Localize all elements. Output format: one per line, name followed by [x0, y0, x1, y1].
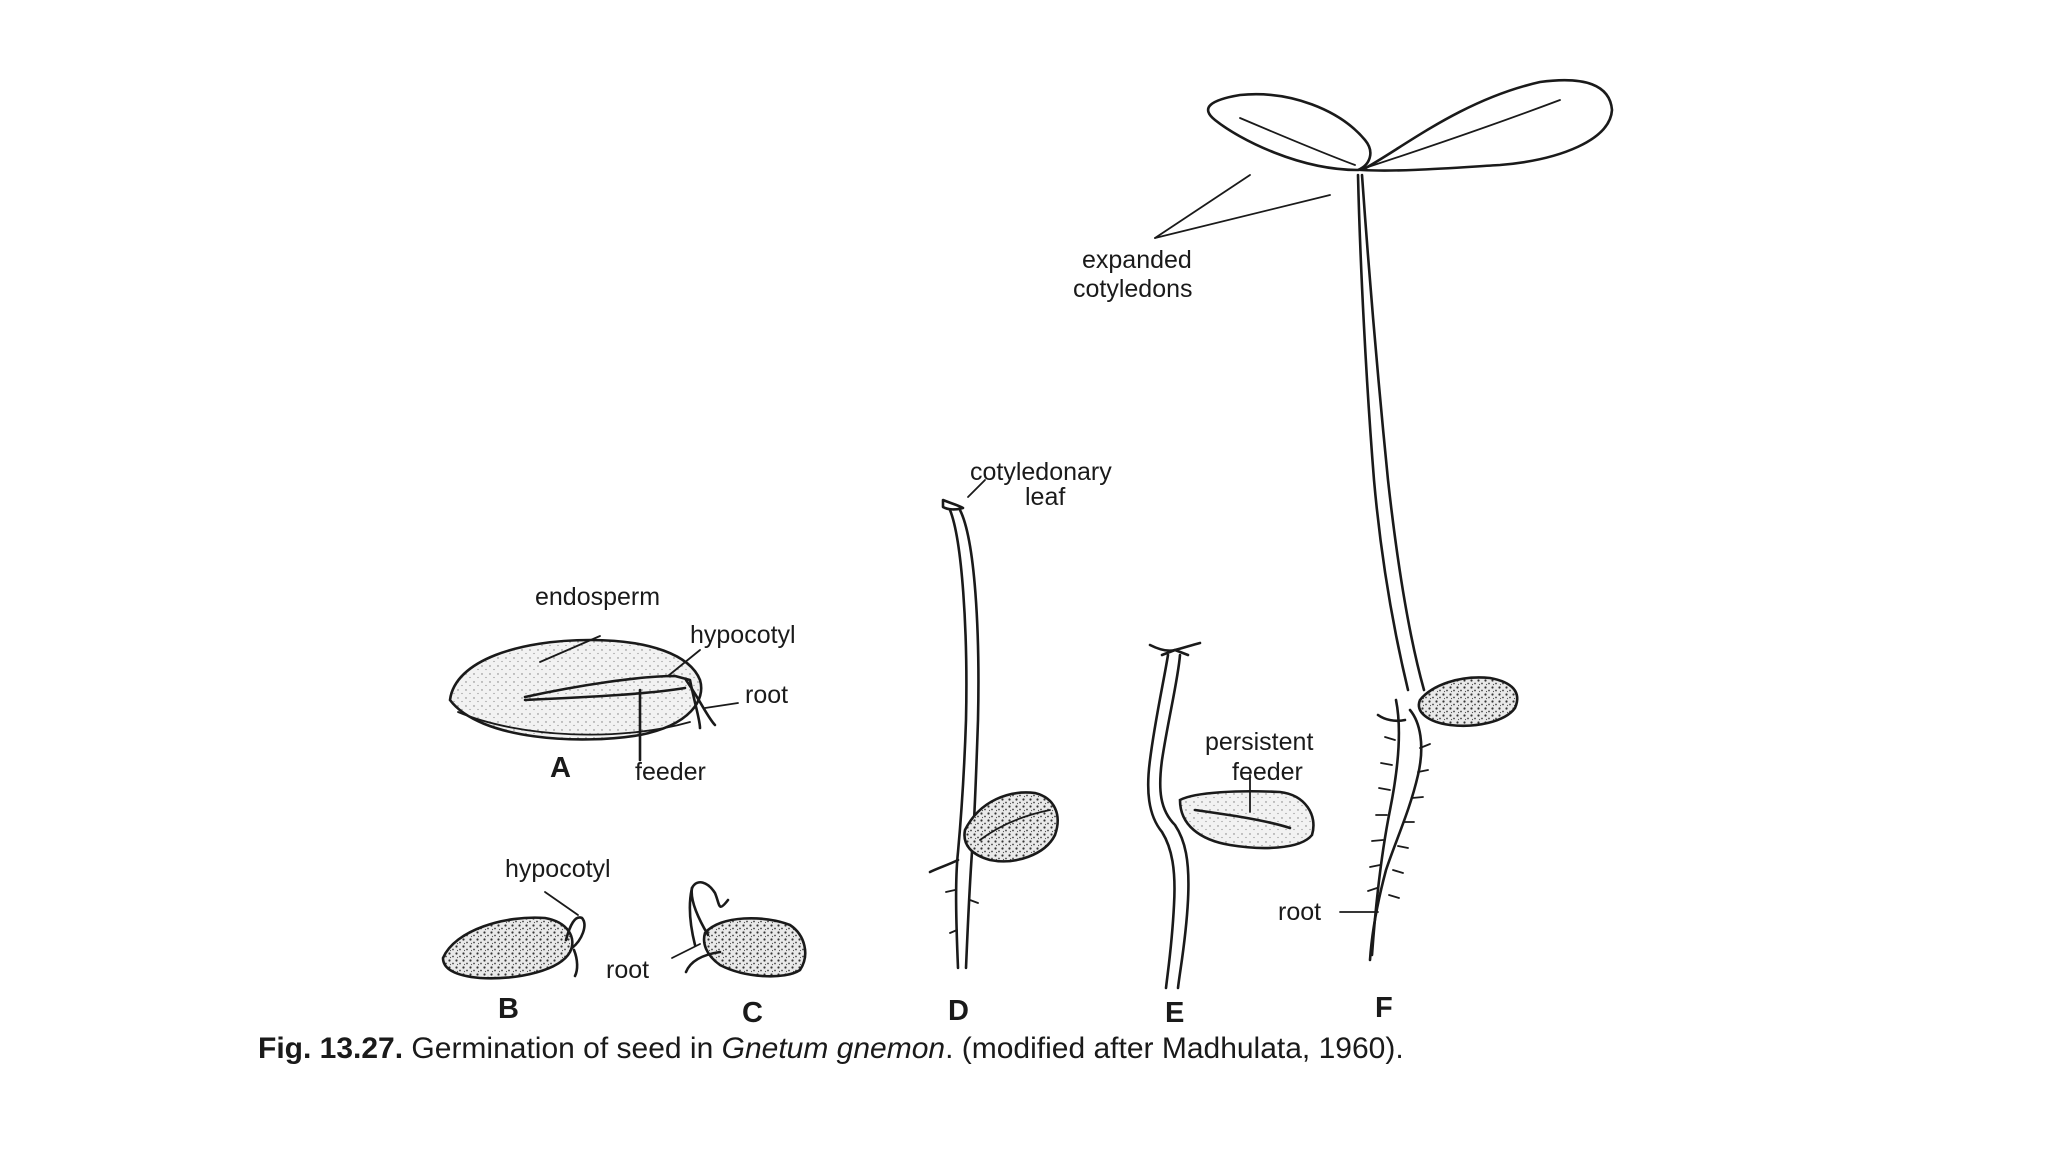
panel-letter-c: C: [742, 997, 763, 1029]
caption-species: Gnetum gnemon: [722, 1032, 945, 1065]
root-hairs: [1367, 736, 1431, 899]
figure-caption: Fig. 13.27. Germination of seed in Gnetu…: [258, 1032, 1404, 1065]
panel-c-drawing: [671, 880, 807, 978]
caption-text-after: . (modified after Madhulata, 1960).: [945, 1032, 1404, 1065]
embryo-axis: [523, 674, 702, 730]
cotyledonary-leaf-d: [941, 498, 965, 511]
panel-a-drawing: [448, 635, 739, 762]
label-cotyledonary-d: cotyledonary: [970, 458, 1112, 486]
seed-b: [441, 916, 574, 980]
panel-letter-e: E: [1165, 997, 1184, 1029]
label-root-c: root: [606, 956, 649, 984]
root-f: [1368, 708, 1423, 962]
panel-e-drawing: [1146, 641, 1315, 990]
seed-a: [448, 638, 703, 741]
caption-number: Fig. 13.27.: [258, 1032, 403, 1065]
stem-d: [958, 508, 980, 970]
panel-f-drawing: [1154, 78, 1614, 962]
label-feeder-e: feeder: [1232, 758, 1303, 786]
label-hypocotyl-a: hypocotyl: [690, 621, 796, 649]
seed-e: [1178, 789, 1315, 850]
panel-letter-f: F: [1375, 992, 1393, 1024]
seed-c: [702, 917, 807, 978]
label-leaf-d: leaf: [1025, 483, 1065, 511]
label-cotyledons: cotyledons: [1073, 275, 1193, 303]
panel-letter-d: D: [948, 995, 969, 1027]
stem-f: [1356, 173, 1410, 692]
label-persistent: persistent: [1205, 728, 1313, 756]
label-endosperm: endosperm: [535, 583, 660, 611]
seed-f: [1417, 676, 1519, 727]
left-cotyledon: [1207, 92, 1372, 172]
label-expanded: expanded: [1082, 246, 1192, 274]
seed-d: [963, 791, 1059, 863]
caption-text-before: Germination of seed in: [411, 1032, 713, 1065]
panel-letter-a: A: [550, 752, 571, 784]
label-hypocotyl-b: hypocotyl: [505, 855, 611, 883]
label-root-f: root: [1278, 898, 1321, 926]
panel-letter-b: B: [498, 993, 519, 1025]
panel-b-drawing: [441, 891, 586, 980]
stem-e: [1158, 653, 1190, 990]
label-root-a: root: [745, 681, 788, 709]
label-feeder-a: feeder: [635, 758, 706, 786]
panel-d-drawing: [928, 479, 1059, 970]
